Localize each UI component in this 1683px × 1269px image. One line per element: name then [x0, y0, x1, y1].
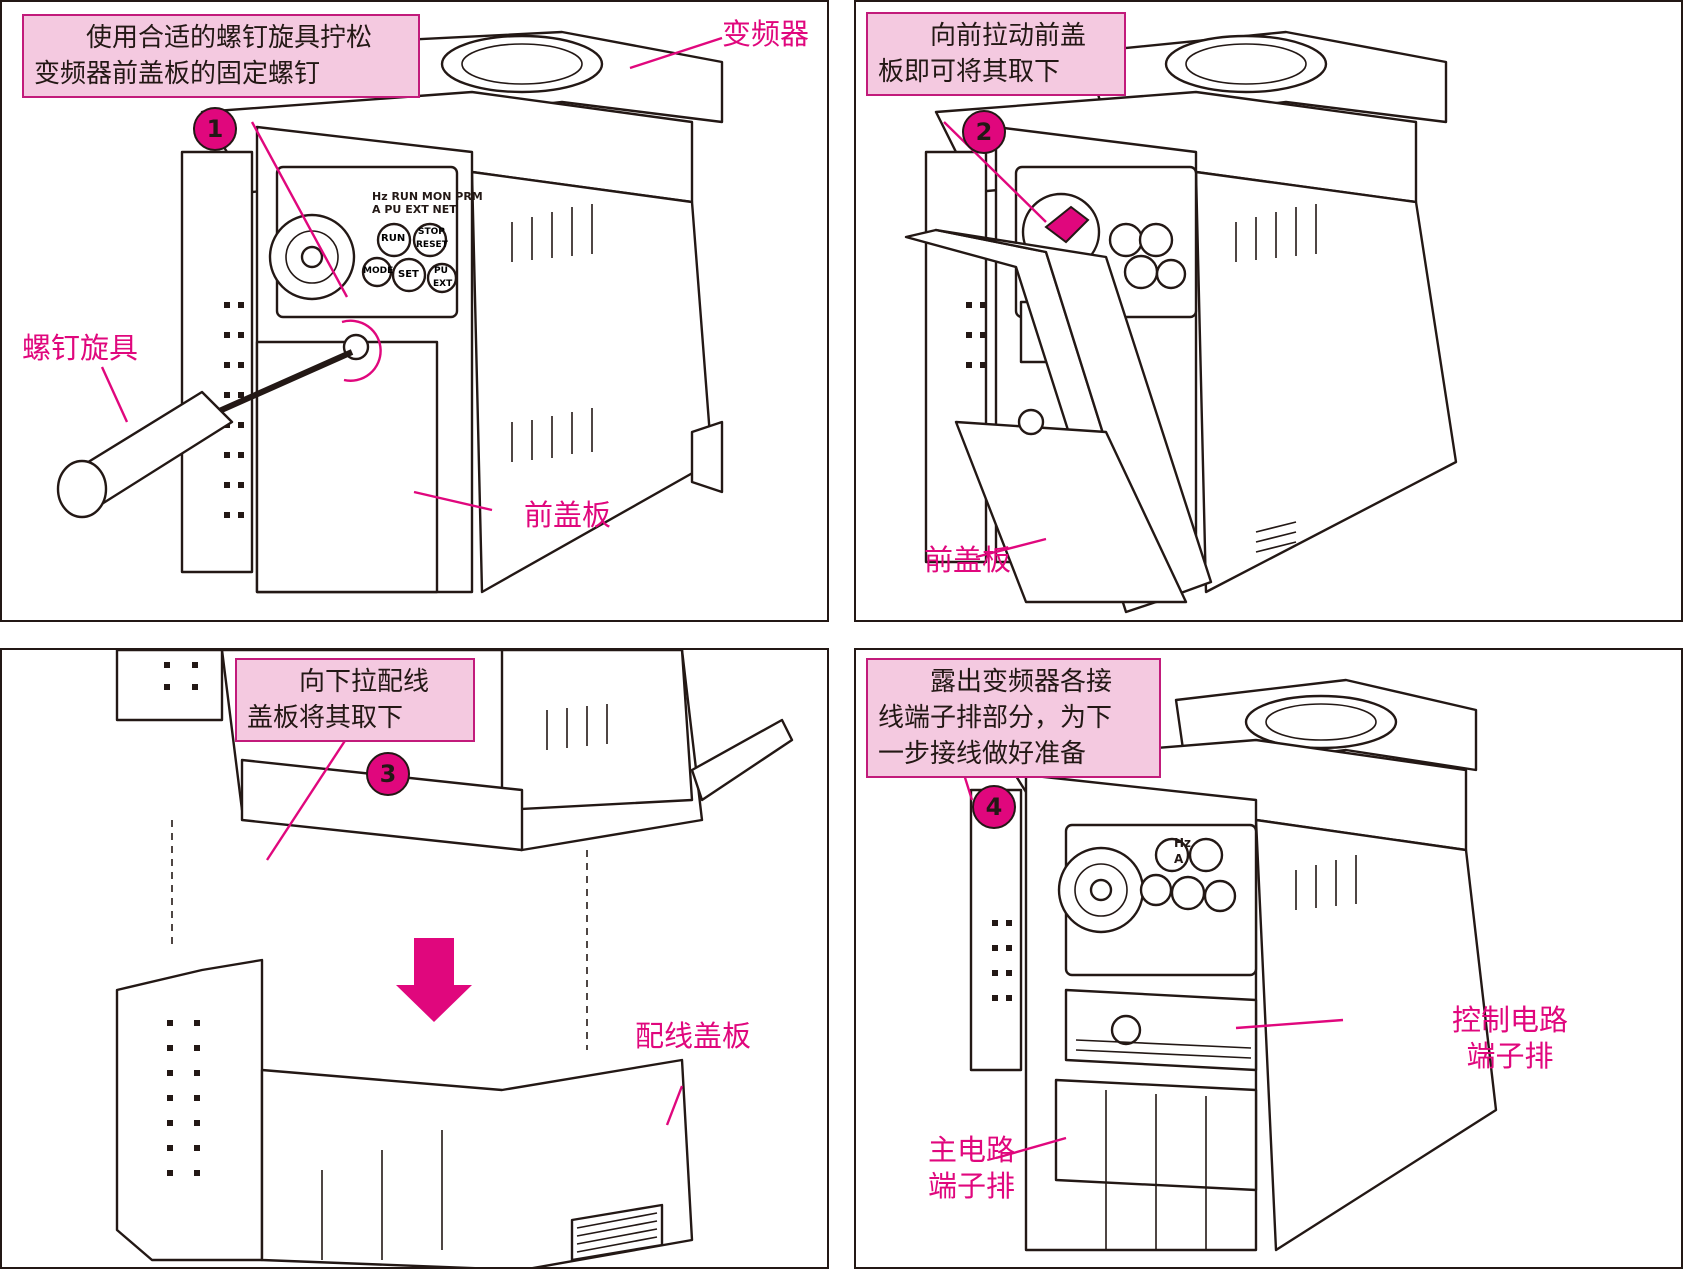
- label-front-cover: 前盖板: [924, 543, 1012, 577]
- label-inverter: 变频器: [722, 17, 810, 51]
- step-badge: 3: [366, 752, 410, 796]
- exposed-terminals-illustration: [960, 678, 1498, 1252]
- pu-key-label: PU: [434, 266, 448, 276]
- panel-step-3: 向下拉配线 盖板将其取下 3 配线盖板: [0, 648, 829, 1269]
- net-indicator: NET: [432, 203, 457, 216]
- step-badge: 2: [962, 110, 1006, 154]
- label-control-terminal: 控制电路 端子排: [1452, 1002, 1568, 1074]
- mode-key-label: MODE: [363, 266, 394, 276]
- caption-line: 板即可将其取下: [878, 57, 1061, 87]
- stop-key-label: STOP: [418, 227, 445, 237]
- ext-indicator: EXT: [405, 203, 429, 216]
- label-line: 端子排: [1466, 1039, 1554, 1073]
- caption-step-3: 向下拉配线 盖板将其取下: [235, 658, 475, 742]
- caption-line: 向下拉配线: [299, 667, 430, 697]
- keypad-indicators: Hz A: [1174, 835, 1191, 867]
- panel-step-2: 向前拉动前盖 板即可将其取下 2 前盖板: [854, 0, 1683, 622]
- caption-line: 向前拉动前盖: [930, 21, 1087, 51]
- ext-key-label: EXT: [433, 279, 453, 289]
- label-screwdriver: 螺钉旋具: [22, 331, 139, 365]
- caption-step-1: 使用合适的螺钉旋具拧松 变频器前盖板的固定螺钉: [22, 14, 420, 98]
- label-line: 主电路: [928, 1133, 1016, 1167]
- step-badge: 1: [193, 107, 237, 151]
- caption-line: 盖板将其取下: [247, 703, 404, 733]
- reset-key-label: RESET: [416, 240, 448, 250]
- inverter-illustration: [56, 30, 724, 594]
- label-main-terminal: 主电路 端子排: [928, 1132, 1015, 1204]
- caption-line: 变频器前盖板的固定螺钉: [34, 59, 321, 89]
- caption-line: 使用合适的螺钉旋具拧松: [86, 23, 373, 53]
- step-badge: 4: [972, 785, 1016, 829]
- run-key-label: RUN: [381, 233, 406, 244]
- caption-step-4: 露出变频器各接 线端子排部分，为下 一步接线做好准备: [866, 658, 1161, 778]
- prm-indicator: PRM: [455, 190, 483, 203]
- a-label: A: [372, 203, 381, 216]
- label-wiring-cover: 配线盖板: [635, 1019, 752, 1053]
- caption-line: 一步接线做好准备: [878, 739, 1087, 769]
- keypad-indicators: Hz RUN MON PRM A PU EXT NET: [372, 190, 483, 216]
- caption-line: 线端子排部分，为下: [878, 703, 1113, 733]
- hz-label: Hz: [372, 190, 388, 203]
- run-indicator: RUN: [391, 190, 419, 203]
- inverter-cover-removal-illustration: [904, 30, 1458, 614]
- caption-step-2: 向前拉动前盖 板即可将其取下: [866, 12, 1126, 96]
- panel-step-1: 使用合适的螺钉旋具拧松 变频器前盖板的固定螺钉 1 变频器 螺钉旋具 前盖板 H…: [0, 0, 829, 622]
- label-front-cover: 前盖板: [524, 498, 612, 532]
- label-line: 控制电路: [1452, 1003, 1569, 1037]
- wiring-cover-removal-illustration: [115, 650, 794, 1267]
- caption-line: 露出变频器各接: [930, 667, 1113, 697]
- pu-indicator: PU: [384, 203, 402, 216]
- set-key-label: SET: [398, 269, 419, 280]
- mon-indicator: MON: [421, 190, 452, 203]
- label-line: 端子排: [928, 1169, 1016, 1203]
- a-label: A: [1174, 852, 1184, 866]
- panel-step-4: 露出变频器各接 线端子排部分，为下 一步接线做好准备 4 控制电路 端子排 主电…: [854, 648, 1683, 1269]
- hz-label: Hz: [1174, 836, 1192, 850]
